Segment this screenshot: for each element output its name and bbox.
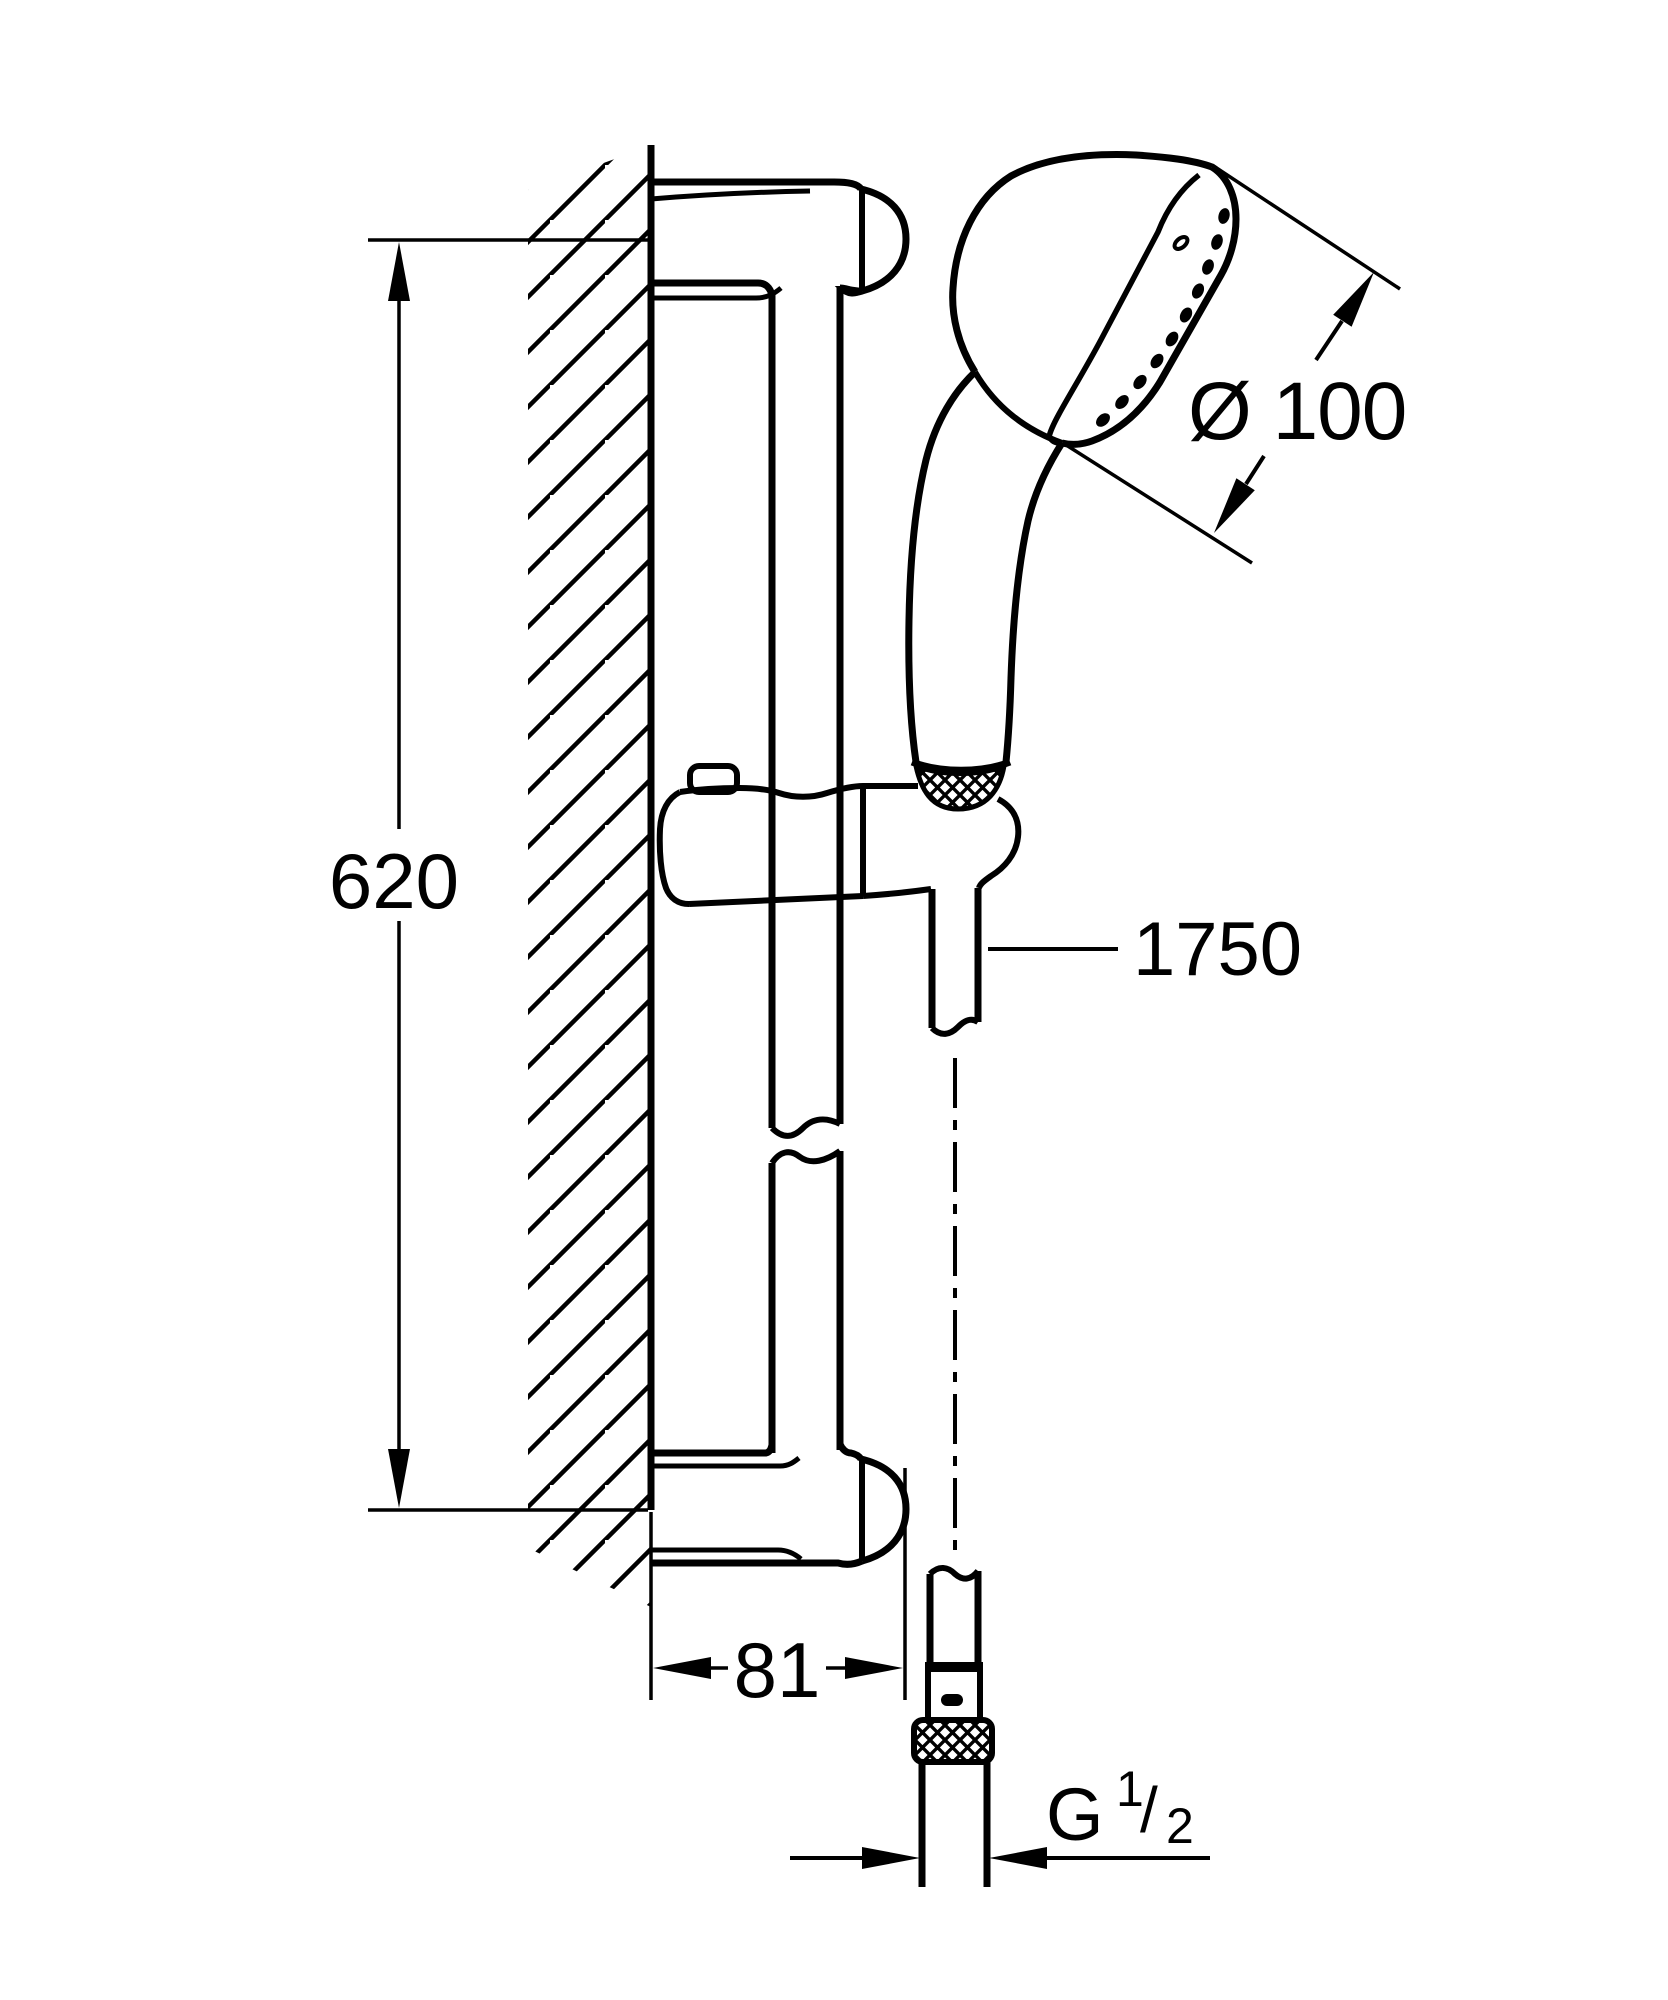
dimension-rail-length	[368, 238, 648, 1512]
thread-letter: G	[1046, 1773, 1104, 1856]
shower-head-face-inner	[1046, 172, 1201, 438]
arrow-left-icon	[653, 1657, 711, 1679]
glide-holder	[656, 763, 1022, 907]
holder-knob	[656, 789, 690, 907]
shower-head-back	[949, 151, 1214, 374]
hose-connector	[925, 1662, 983, 1723]
rail-break-lower	[769, 1148, 842, 1165]
hose-break-upper	[929, 1016, 980, 1037]
label-head-diameter: Ø 100	[1188, 366, 1406, 457]
spray-nozzles	[1096, 208, 1230, 427]
bottom-bracket	[651, 1442, 910, 1568]
label-rail-length: 620	[329, 837, 459, 925]
thread-denominator: 2	[1166, 1798, 1194, 1854]
arrow-upper-icon	[1333, 272, 1374, 327]
label-hose-length: 1750	[1133, 907, 1302, 992]
hand-shower	[905, 151, 1240, 812]
wall	[528, 145, 655, 1607]
extension-line-head-top	[1211, 163, 1401, 291]
connector-detail	[941, 1694, 963, 1706]
bottom-bracket-end-cap	[860, 1455, 910, 1565]
shower-handle-left	[905, 369, 978, 763]
shower-neck-line	[972, 370, 1064, 446]
shower-head-face-edge	[1061, 164, 1240, 448]
thread-numerator: 1	[1116, 1761, 1144, 1817]
arrow-inward-right-icon	[989, 1847, 1047, 1869]
cone-nut-knurled	[912, 761, 1008, 812]
hose-break-lower	[927, 1565, 981, 1582]
knurled-nut	[911, 1717, 995, 1765]
shower-rail	[768, 288, 844, 1453]
thread-slash: /	[1140, 1774, 1158, 1846]
extension-line-head-bottom	[1062, 441, 1253, 565]
label-thread: G 1 / 2	[1046, 1761, 1194, 1856]
arrow-inward-left-icon	[862, 1847, 920, 1869]
arrow-down-icon	[388, 1449, 410, 1508]
arrow-up-icon	[388, 242, 410, 301]
shower-handle-right	[1002, 441, 1065, 763]
dimension-head-diameter	[1062, 163, 1401, 565]
arrow-right-icon	[845, 1657, 903, 1679]
wall-hatching	[528, 146, 651, 1607]
dimension-bracket-depth	[649, 1468, 907, 1700]
faceplate-marking	[1172, 235, 1190, 251]
shower-hose	[911, 888, 995, 1887]
dimension-thread	[790, 1847, 1210, 1869]
top-bracket	[650, 178, 910, 301]
holder-grip	[976, 796, 1022, 889]
rail-break-upper	[769, 1116, 842, 1139]
label-bracket-depth: 81	[734, 1626, 821, 1714]
top-bracket-end-cap	[860, 185, 910, 295]
arrow-lower-icon	[1214, 478, 1255, 533]
